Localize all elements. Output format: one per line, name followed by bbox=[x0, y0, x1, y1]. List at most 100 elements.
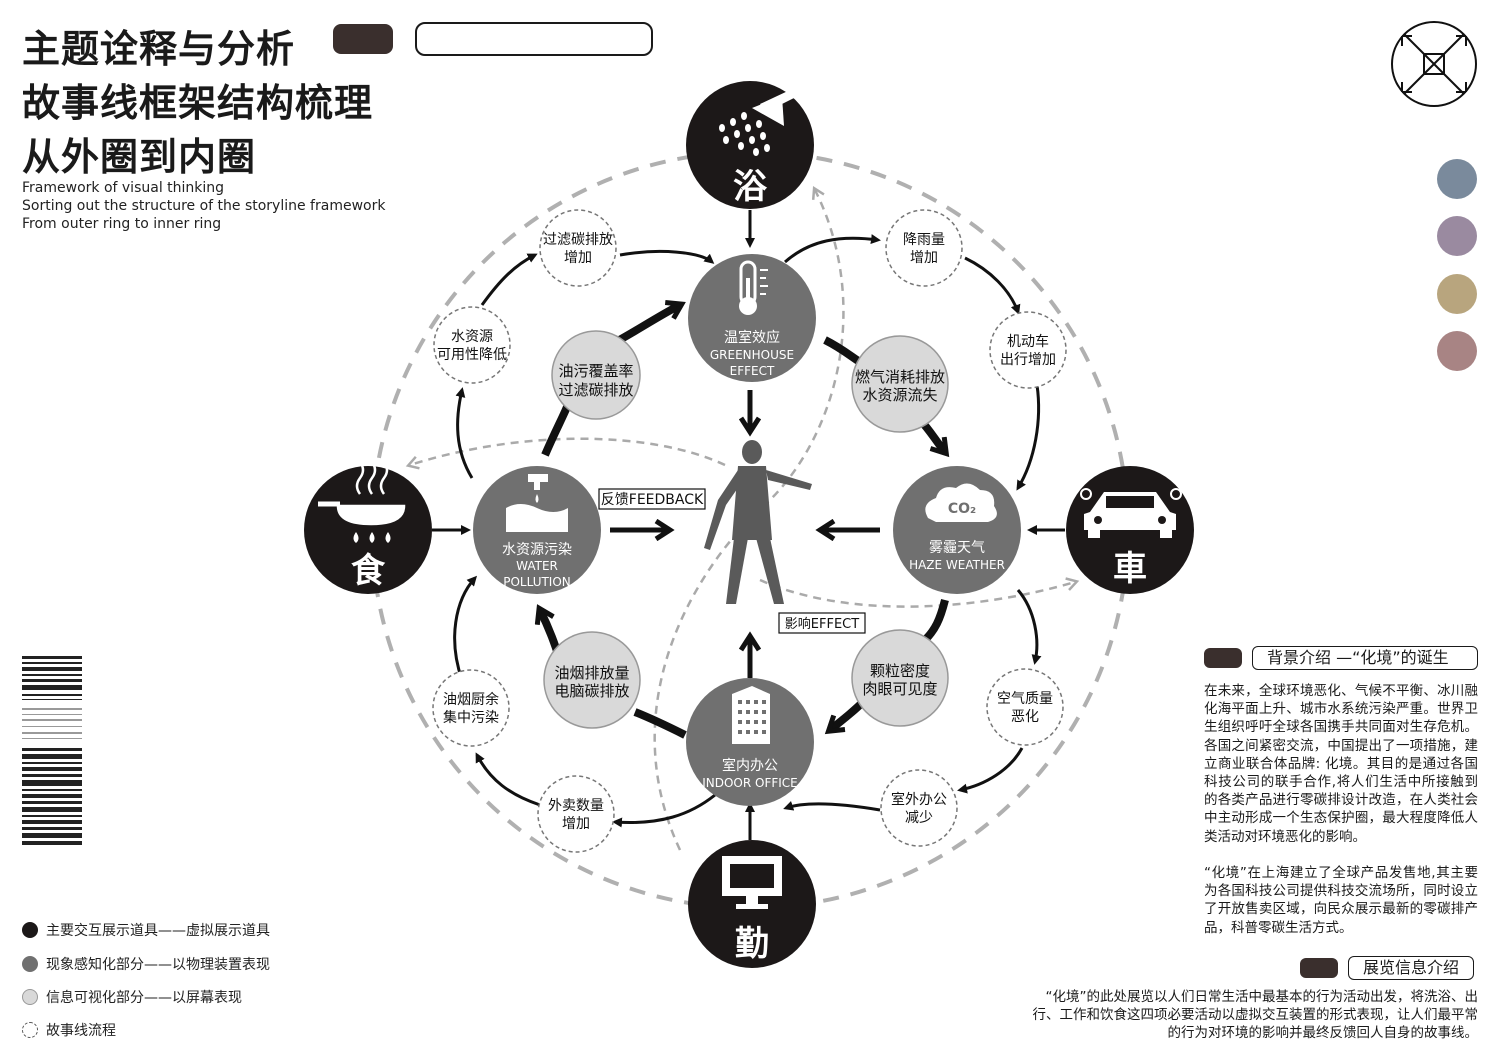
svg-text:油污覆盖率: 油污覆盖率 bbox=[558, 362, 633, 380]
svg-text:水资源污染: 水资源污染 bbox=[502, 542, 572, 558]
svg-text:GREENHOUSE: GREENHOUSE bbox=[710, 348, 794, 362]
svg-text:EFFECT: EFFECT bbox=[730, 364, 775, 378]
section-tab bbox=[1300, 958, 1338, 978]
legend-black-dot bbox=[22, 922, 38, 938]
svg-text:空气质量: 空气质量 bbox=[997, 691, 1053, 707]
page-title-line-1: 主题诠释与分析 bbox=[22, 27, 296, 71]
svg-text:减少: 减少 bbox=[905, 810, 933, 826]
subtitle-line-1: Framework of visual thinking bbox=[22, 180, 225, 196]
legend-dashed-dot bbox=[22, 1022, 38, 1038]
color-swatch-rose bbox=[1437, 331, 1477, 371]
hub-greenhouse: 温室效应 GREENHOUSE EFFECT bbox=[688, 254, 816, 382]
svg-text:过滤碳排放: 过滤碳排放 bbox=[543, 232, 613, 248]
hub-haze-weather: CO₂ 雾霾天气 HAZE WEATHER bbox=[893, 466, 1021, 594]
storyline-curve-right bbox=[759, 577, 1080, 608]
computer-monitor-icon bbox=[722, 856, 782, 909]
svg-text:增加: 增加 bbox=[910, 250, 938, 266]
color-swatch-blue bbox=[1437, 159, 1477, 199]
thermometer-icon bbox=[739, 260, 768, 315]
header-dark-tab bbox=[333, 24, 393, 54]
background-paragraph-2: “化境”在上海建立了全球产品发售地,其主要为各国科技公司提供科技交流场所，同时设… bbox=[1204, 865, 1478, 936]
svg-text:燃气消耗排放: 燃气消耗排放 bbox=[855, 368, 945, 386]
pole-bath: 浴 bbox=[686, 81, 814, 209]
storyline-curve-left bbox=[405, 437, 726, 470]
car-icon bbox=[1080, 488, 1182, 538]
shower-icon bbox=[719, 90, 794, 156]
color-swatch-purple bbox=[1437, 216, 1477, 256]
pole-car: 車 bbox=[1066, 466, 1194, 594]
svg-text:車: 車 bbox=[1113, 549, 1147, 589]
exhibition-paragraph: “化境”的此处展览以人们日常生活中最基本的行为活动出发，将洗浴、出行、工作和饮食… bbox=[1032, 989, 1479, 1042]
svg-text:机动车: 机动车 bbox=[1007, 333, 1049, 350]
svg-text:INDOOR OFFICE: INDOOR OFFICE bbox=[702, 776, 798, 790]
svg-text:降雨量: 降雨量 bbox=[903, 232, 945, 248]
inner-node-se: 颗粒密度 肉眼可见度 bbox=[851, 629, 949, 727]
svg-text:HAZE WEATHER: HAZE WEATHER bbox=[909, 558, 1005, 572]
svg-text:增加: 增加 bbox=[562, 816, 590, 832]
svg-text:油烟厨余: 油烟厨余 bbox=[443, 691, 499, 708]
legend-label: 主要交互展示道具——虚拟展示道具 bbox=[46, 923, 270, 939]
svg-text:水资源: 水资源 bbox=[451, 329, 493, 345]
svg-text:温室效应: 温室效应 bbox=[724, 329, 780, 346]
svg-text:恶化: 恶化 bbox=[1011, 709, 1039, 725]
outer-node-bottom-right: 室外办公 减少 bbox=[880, 769, 958, 847]
legend-item-storyline: 故事线流程 bbox=[22, 1020, 116, 1040]
legend-light-dot bbox=[22, 989, 38, 1005]
background-section-header: 背景介绍 —“化境”的诞生 bbox=[1204, 646, 1478, 670]
svg-text:POLLUTION: POLLUTION bbox=[503, 575, 571, 589]
outer-node-right-lower: 空气质量 恶化 bbox=[986, 668, 1064, 746]
subtitle-line-2: Sorting out the structure of the storyli… bbox=[22, 198, 386, 214]
feedback-label: 反馈FEEDBACK bbox=[601, 492, 704, 508]
legend-item-screen: 信息可视化部分——以屏幕表现 bbox=[22, 987, 242, 1007]
outer-node-left-lower: 油烟厨余 集中污染 bbox=[432, 669, 510, 747]
inner-node-sw: 油烟排放量 电脑碳排放 bbox=[543, 631, 641, 729]
svg-text:雾霾天气: 雾霾天气 bbox=[929, 540, 985, 556]
water-faucet-icon bbox=[506, 474, 568, 532]
outer-node-bottom-left: 外卖数量 增加 bbox=[537, 775, 615, 853]
outer-node-right-upper: 机动车 出行增加 bbox=[989, 311, 1067, 389]
page-title-line-3: 从外圈到内圈 bbox=[22, 135, 257, 179]
svg-text:浴: 浴 bbox=[733, 167, 768, 207]
legend-label: 现象感知化部分——以物理装置表现 bbox=[46, 957, 270, 973]
svg-text:增加: 增加 bbox=[564, 250, 592, 266]
svg-text:室内办公: 室内办公 bbox=[722, 757, 778, 774]
svg-text:油烟排放量: 油烟排放量 bbox=[554, 664, 629, 682]
outer-node-top-right: 降雨量 增加 bbox=[885, 209, 963, 287]
section-tab bbox=[1204, 648, 1242, 668]
svg-text:外卖数量: 外卖数量 bbox=[548, 798, 604, 814]
pole-work: 勤 bbox=[688, 840, 816, 968]
compass-icon bbox=[1391, 21, 1477, 107]
exhibition-section-header: 展览信息介绍 bbox=[1300, 956, 1475, 980]
frying-pan-icon bbox=[318, 461, 406, 543]
inner-node-ne: 燃气消耗排放 水资源流失 bbox=[851, 335, 949, 433]
exhibition-section-title: 展览信息介绍 bbox=[1348, 956, 1475, 980]
svg-text:出行增加: 出行增加 bbox=[1000, 352, 1056, 368]
svg-text:水资源流失: 水资源流失 bbox=[862, 386, 937, 404]
subtitle-line-3: From outer ring to inner ring bbox=[22, 216, 222, 232]
svg-text:可用性降低: 可用性降低 bbox=[437, 347, 507, 363]
svg-text:CO₂: CO₂ bbox=[948, 501, 976, 517]
svg-text:颗粒密度: 颗粒密度 bbox=[870, 662, 930, 680]
color-swatch-tan bbox=[1437, 274, 1477, 314]
page-title-line-2: 故事线框架结构梳理 bbox=[22, 81, 374, 125]
outer-node-left-upper: 水资源 可用性降低 bbox=[433, 306, 511, 384]
legend-label: 信息可视化部分——以屏幕表现 bbox=[46, 990, 242, 1006]
svg-text:集中污染: 集中污染 bbox=[443, 709, 499, 726]
legend-label: 故事线流程 bbox=[46, 1023, 116, 1039]
inner-node-nw: 油污覆盖率 过滤碳排放 bbox=[551, 330, 641, 420]
hub-water-pollution: 水资源污染 WATER POLLUTION bbox=[473, 466, 601, 594]
legend-gray-dot bbox=[22, 956, 38, 972]
texture-barcode bbox=[22, 656, 82, 845]
header-empty-field bbox=[415, 22, 653, 56]
svg-text:勤: 勤 bbox=[735, 924, 769, 964]
legend-item-main-props: 主要交互展示道具——虚拟展示道具 bbox=[22, 920, 270, 940]
background-section-title: 背景介绍 —“化境”的诞生 bbox=[1252, 646, 1478, 670]
svg-text:过滤碳排放: 过滤碳排放 bbox=[558, 381, 633, 399]
legend-item-physical: 现象感知化部分——以物理装置表现 bbox=[22, 954, 270, 974]
storyline-curve-vertical bbox=[653, 186, 845, 851]
pole-food: 食 bbox=[304, 461, 432, 594]
hub-indoor-office: 室内办公 INDOOR OFFICE bbox=[686, 678, 814, 806]
svg-text:WATER: WATER bbox=[516, 559, 558, 573]
effect-label: 影响EFFECT bbox=[785, 616, 859, 632]
